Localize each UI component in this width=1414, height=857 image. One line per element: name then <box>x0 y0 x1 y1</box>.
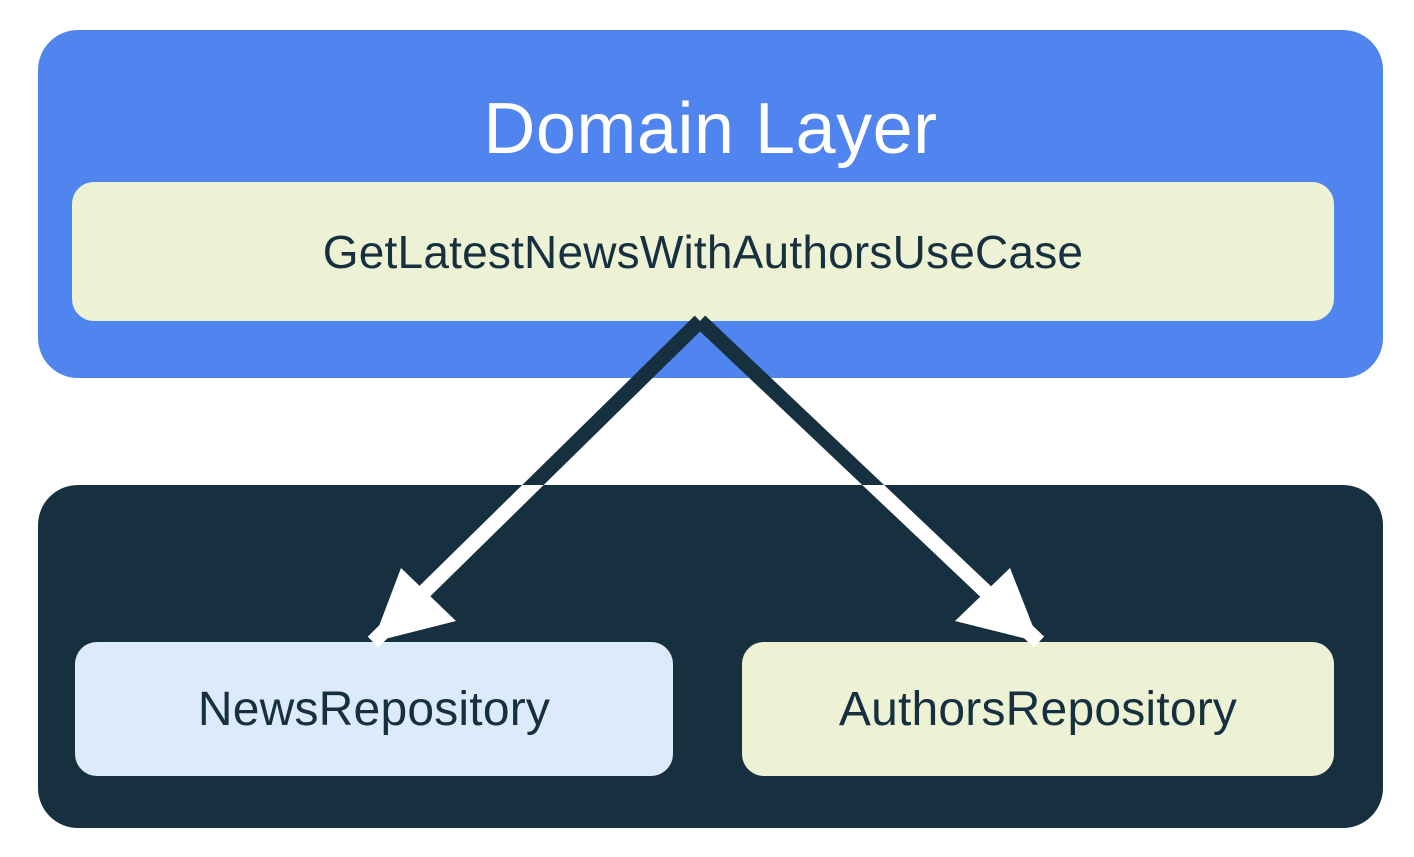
node-label-news-repository: NewsRepository <box>197 682 551 736</box>
node-news-repository[interactable]: NewsRepository <box>75 642 673 776</box>
node-label-authors-repository: AuthorsRepository <box>838 682 1238 736</box>
node-authors-repository[interactable]: AuthorsRepository <box>742 642 1334 776</box>
domain-layer-container[interactable]: Domain Layer GetLatestNewsWithAuthorsUse… <box>38 30 1383 378</box>
node-label-usecase: GetLatestNewsWithAuthorsUseCase <box>322 225 1084 278</box>
domain-layer-title: Domain Layer <box>483 89 938 169</box>
node-get-latest-news-with-authors-use-case[interactable]: GetLatestNewsWithAuthorsUseCase <box>72 182 1334 321</box>
data-layer-container[interactable]: Data Layer NewsRepository AuthorsReposit… <box>38 485 1383 828</box>
